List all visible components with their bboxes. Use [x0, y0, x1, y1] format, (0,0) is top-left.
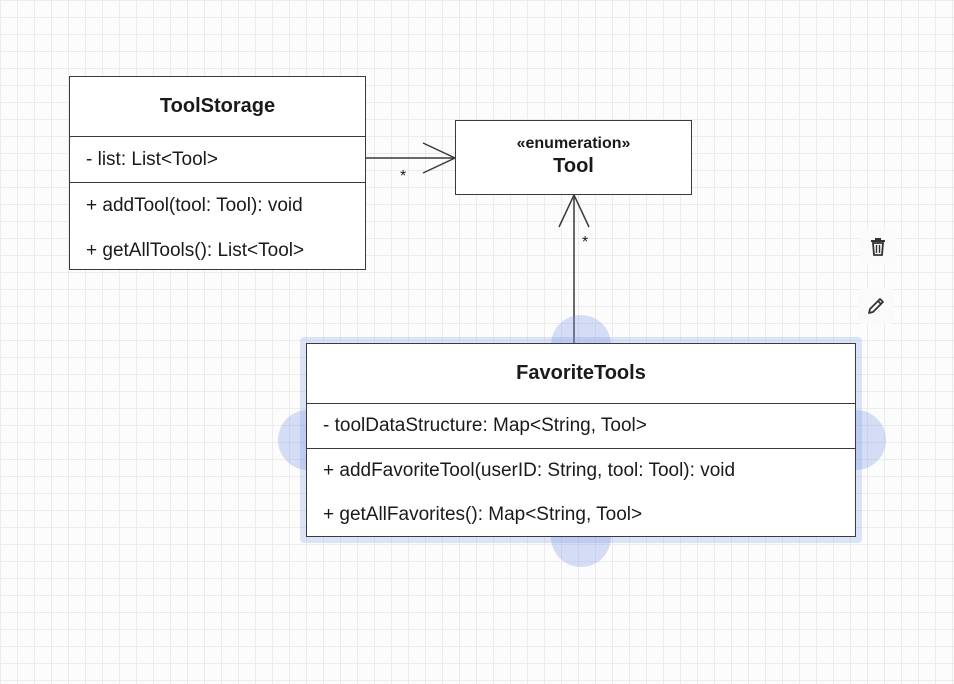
attribute-row: - list: List<Tool>: [86, 148, 218, 170]
edit-button[interactable]: [858, 288, 894, 324]
favoritetools-attributes: - toolDataStructure: Map<String, Tool>: [307, 404, 855, 449]
attribute-row: - toolDataStructure: Map<String, Tool>: [323, 415, 647, 436]
method-row: + addTool(tool: Tool): void: [86, 194, 303, 216]
delete-button[interactable]: [860, 229, 896, 265]
pencil-icon: [868, 298, 884, 314]
favorites-tool-multiplicity: *: [582, 234, 589, 251]
toolstorage-class[interactable]: ToolStorage - list: List<Tool> + addTool…: [69, 76, 366, 270]
toolstorage-class-name: ToolStorage: [70, 77, 365, 137]
favorites-tool-arrowhead: [558, 193, 590, 228]
favoritetools-class[interactable]: FavoriteTools - toolDataStructure: Map<S…: [306, 343, 856, 537]
method-row: + getAllFavorites(): Map<String, Tool>: [323, 504, 643, 525]
favoritetools-methods: + addFavoriteTool(userID: String, tool: …: [307, 449, 855, 537]
enumeration-stereotype: «enumeration»: [516, 135, 631, 152]
toolstorage-attributes: - list: List<Tool>: [70, 137, 365, 183]
tool-enumeration[interactable]: «enumeration» Tool: [455, 120, 692, 195]
favoritetools-class-name: FavoriteTools: [307, 344, 855, 404]
method-row: + getAllTools(): List<Tool>: [86, 239, 305, 261]
trash-icon: [871, 238, 885, 256]
tool-enum-name: Tool: [553, 155, 594, 177]
storage-tool-multiplicity: *: [400, 168, 407, 185]
toolstorage-methods: + addTool(tool: Tool): void + getAllTool…: [70, 183, 365, 273]
method-row: + addFavoriteTool(userID: String, tool: …: [323, 460, 736, 481]
